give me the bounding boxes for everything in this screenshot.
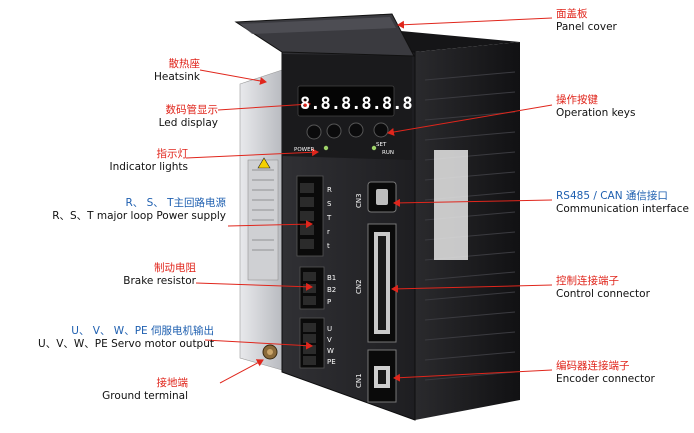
label-zh: 制动电阻 — [154, 262, 196, 274]
cn1-text: CN1 — [355, 373, 363, 388]
led-digits: 8.8.8.8.8.8 — [300, 94, 413, 114]
label-led-display: 数码管显示 Led display — [159, 104, 218, 130]
label-en: Operation keys — [556, 107, 636, 119]
terminal-b2: B2 — [327, 286, 336, 294]
label-zh: R、 S、 T主回路电源 — [125, 197, 226, 209]
terminal-b1: B1 — [327, 274, 336, 282]
terminal-r-small: r — [327, 228, 330, 236]
connector-cn1 — [367, 349, 397, 403]
terminal-pe: PE — [327, 358, 336, 366]
label-power-supply: R、 S、 T主回路电源 R、S、T major loop Power supp… — [52, 197, 226, 223]
label-en: R、S、T major loop Power supply — [52, 210, 226, 222]
label-zh: 接地端 — [156, 377, 189, 389]
label-en: Control connector — [556, 288, 650, 300]
terminal-rst — [296, 175, 324, 257]
terminal-motor — [299, 317, 325, 369]
label-servo-output: U、 V、 W、PE 伺服电机输出 U、V、W、PE Servo motor o… — [38, 325, 214, 351]
label-en: Panel cover — [556, 21, 617, 33]
terminal-s: S — [327, 200, 332, 208]
label-comm-interface: RS485 / CAN 通信接口 Communication interface — [556, 190, 689, 216]
label-zh: 面盖板 — [556, 8, 588, 20]
label-en: Communication interface — [556, 203, 689, 215]
ground-screw — [262, 344, 278, 360]
label-zh: 控制连接端子 — [556, 275, 619, 287]
label-zh: 指示灯 — [156, 148, 189, 160]
terminal-brake — [299, 266, 325, 310]
label-zh: RS485 / CAN 通信接口 — [556, 190, 668, 202]
label-en: Led display — [158, 117, 218, 129]
terminal-p: P — [327, 298, 331, 306]
label-zh: 散热座 — [168, 58, 201, 70]
terminal-t-small: t — [327, 242, 330, 250]
terminal-r: R — [327, 186, 332, 194]
terminal-v: V — [327, 336, 332, 344]
label-en: Ground terminal — [102, 390, 188, 402]
label-ground-terminal: 接地端 Ground terminal — [102, 377, 188, 403]
leader-lines — [185, 17, 553, 384]
connector-cn3 — [367, 181, 397, 213]
cn3-text: CN3 — [355, 193, 363, 208]
label-en: Heatsink — [153, 71, 200, 83]
run-text: RUN — [382, 150, 394, 156]
label-panel-cover: 面盖板 Panel cover — [556, 8, 617, 34]
label-indicator-lights: 指示灯 Indicator lights — [110, 148, 188, 174]
terminal-u: U — [327, 325, 332, 333]
label-zh: 编码器连接端子 — [556, 360, 630, 372]
terminal-w: W — [327, 347, 334, 355]
label-heatsink: 散热座 Heatsink — [154, 58, 200, 84]
label-operation-keys: 操作按键 Operation keys — [556, 94, 635, 120]
label-en: Indicator lights — [109, 161, 188, 173]
heatsink-plate — [239, 69, 283, 371]
terminal-t: T — [326, 214, 332, 222]
led-display — [297, 85, 395, 117]
label-control-connector: 控制连接端子 Control connector — [556, 275, 650, 301]
power-text: POWER — [294, 147, 315, 153]
label-encoder-connector: 编码器连接端子 Encoder connector — [556, 360, 655, 386]
device-side-body — [415, 42, 520, 420]
label-en: Brake resistor — [123, 275, 196, 287]
connector-cn2 — [367, 223, 397, 343]
label-zh: 数码管显示 — [165, 104, 219, 116]
operation-keys — [306, 122, 389, 151]
label-zh: 操作按键 — [556, 94, 598, 106]
cn2-text: CN2 — [355, 279, 363, 294]
label-zh: U、 V、 W、PE 伺服电机输出 — [71, 325, 214, 337]
label-en: Encoder connector — [556, 373, 655, 385]
label-en: U、V、W、PE Servo motor output — [38, 338, 214, 350]
set-text: SET — [376, 142, 387, 148]
label-brake-resistor: 制动电阻 Brake resistor — [123, 262, 196, 288]
